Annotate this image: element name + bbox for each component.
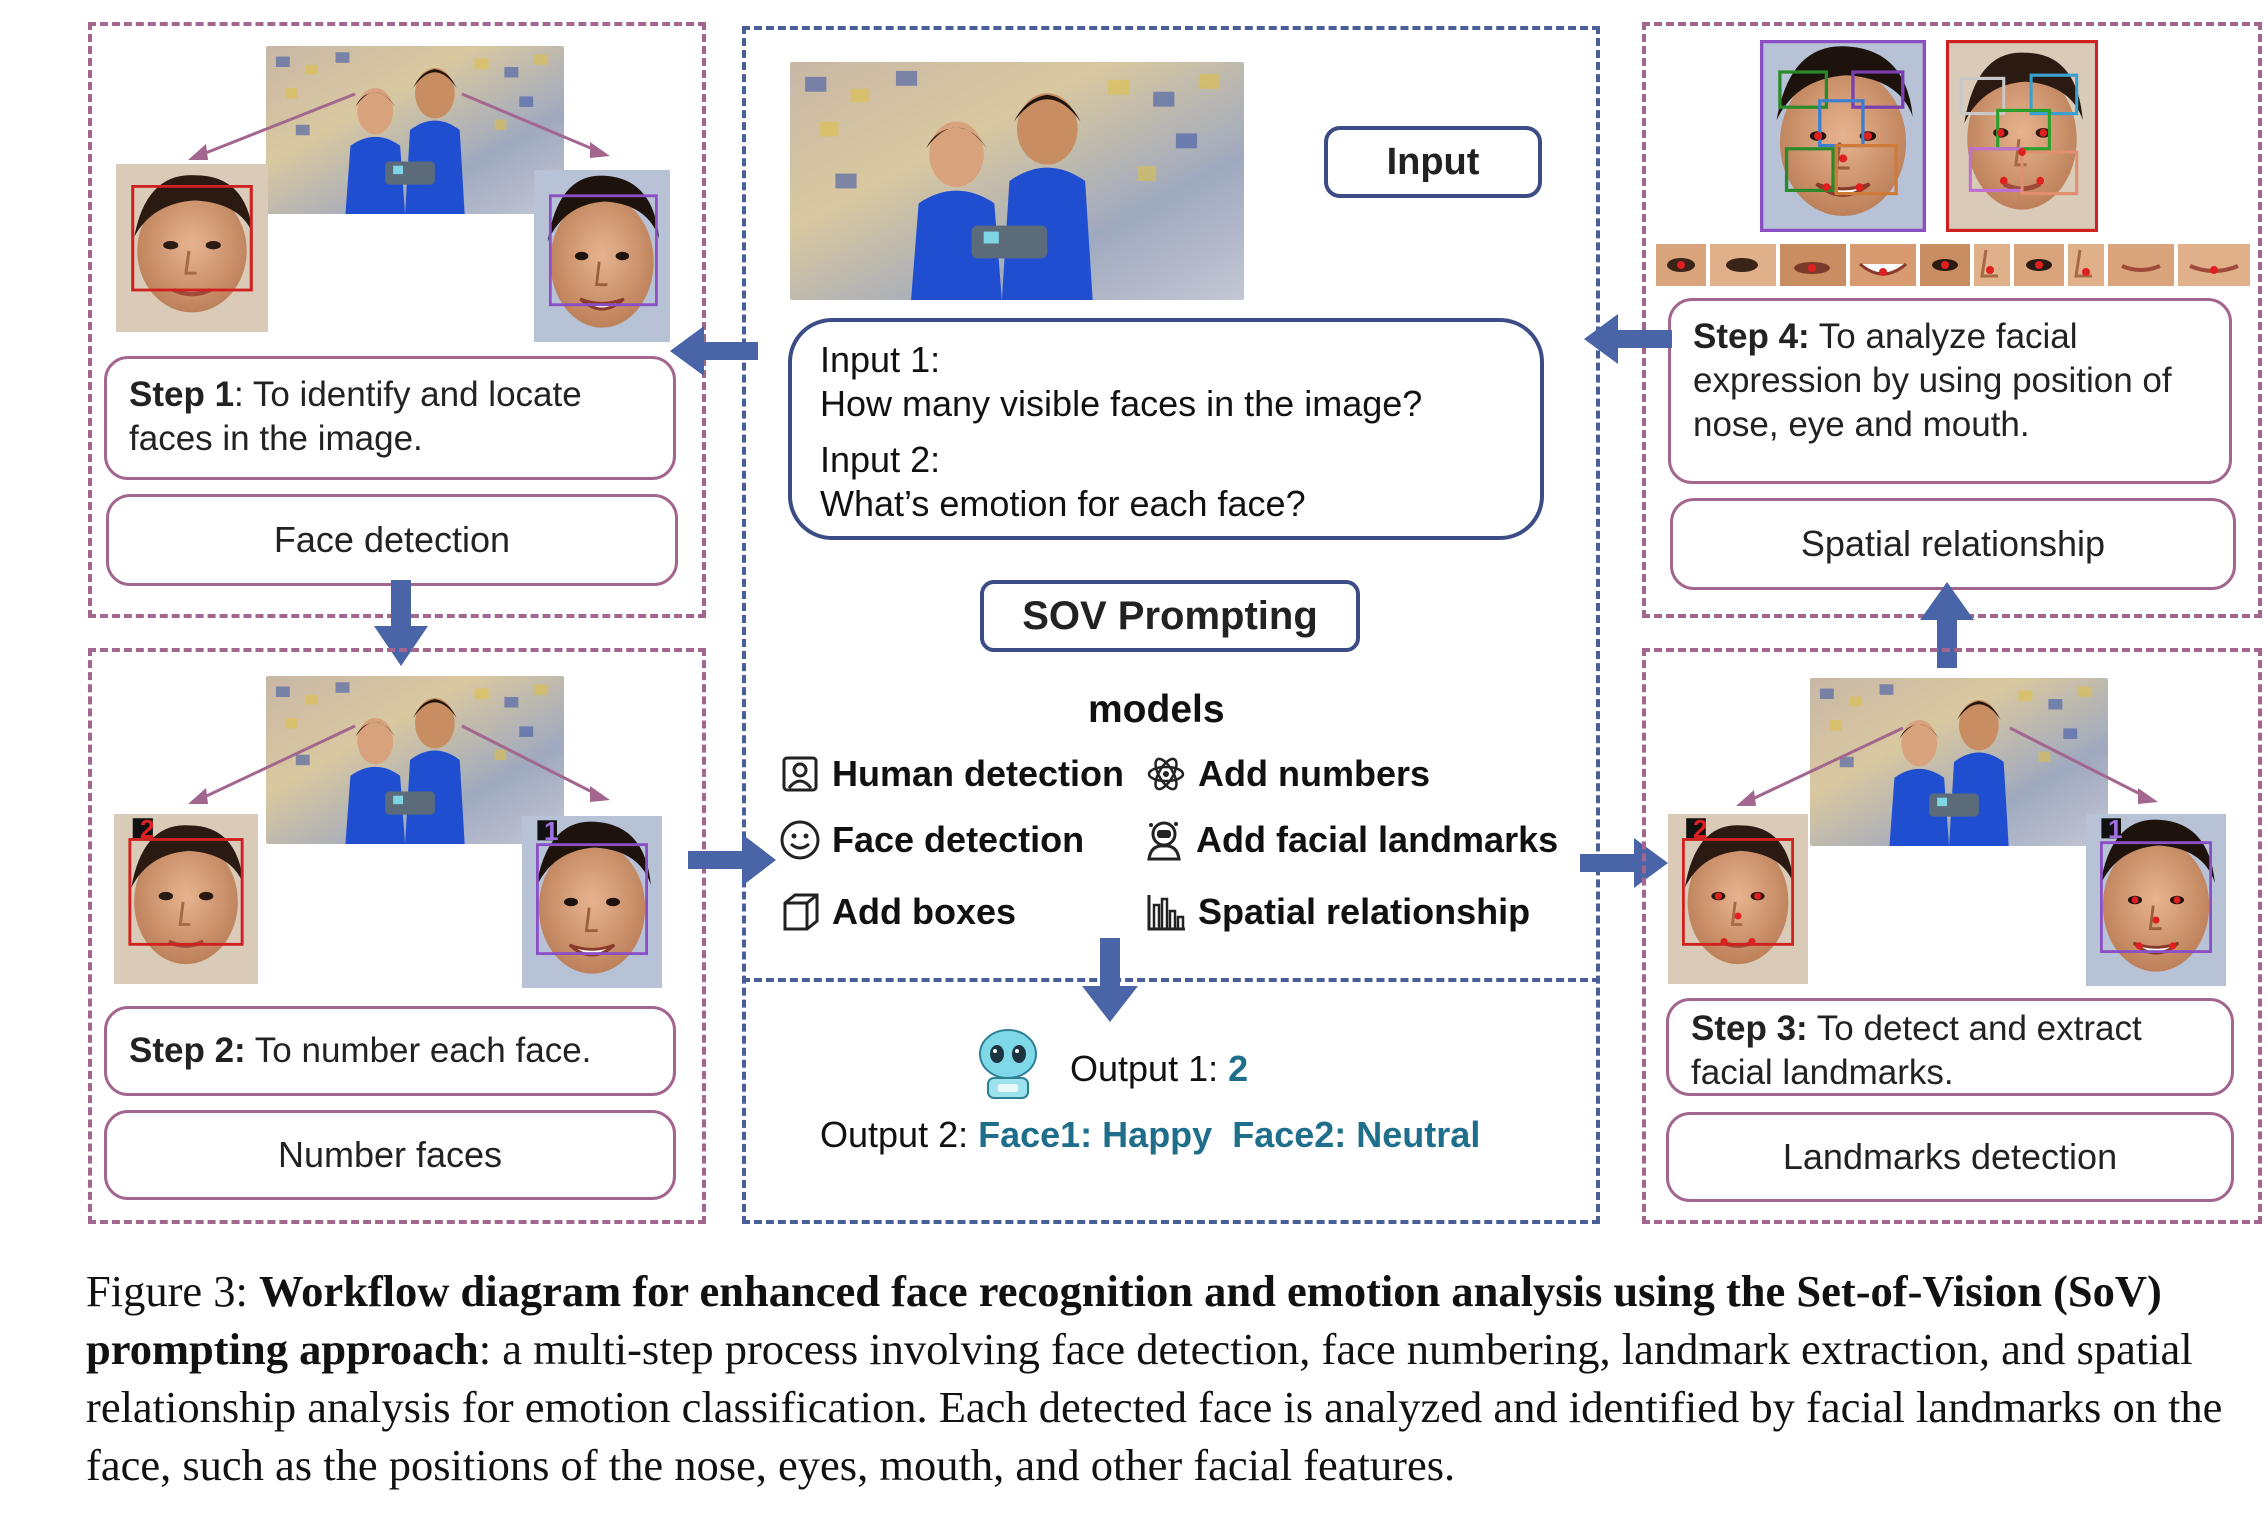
arrow-to-step1 [670,326,758,376]
astronaut-icon [1142,818,1186,862]
output1-value: 2 [1228,1048,1249,1089]
step2-face-left: 2 [114,814,258,984]
figure-caption: Figure 3: Workflow diagram for enhanced … [86,1262,2266,1494]
input1-label: Input 1: [820,339,941,380]
center-divider [742,978,1600,982]
step2-method-box: Number faces [104,1110,676,1200]
models-title: models [1088,688,1225,731]
step1-title: Step 1 [129,375,235,414]
step4-method: Spatial relationship [1800,523,2106,564]
arrow-center-to-step3 [1580,838,1668,888]
input2-label: Input 2: [820,439,941,480]
output2: Output 2: Face1: Happy Face2: Neutral [820,1114,1480,1156]
step1-method: Face detection [273,519,511,560]
step4-method-box: Spatial relationship [1670,498,2236,590]
center-panel [742,26,1600,1224]
model-label: Add facial landmarks [1196,819,1559,860]
model-human-detection: Human detection [778,752,1124,796]
input-image [790,62,1244,300]
model-face-detection: Face detection [778,818,1084,862]
step1-method-box: Face detection [106,494,678,586]
output2-face2: Face2: Neutral [1232,1114,1481,1155]
step3-number-left: 2 [1693,814,1708,844]
output1-label: Output 1: [1070,1048,1229,1089]
step3-method: Landmarks detection [1782,1136,2118,1177]
input-title: Input [1386,140,1480,183]
step2-title: Step 2: [129,1031,246,1070]
input1-text: How many visible faces in the image? [820,383,1423,424]
step3-text: To detect and extract facial landmarks. [1691,1009,2142,1092]
model-spatial-relationship: Spatial relationship [1144,890,1530,934]
step4-face-right [1946,40,2098,232]
step4-title: Step 4: [1693,317,1810,356]
caption-bold: Workflow diagram for enhanced face recog… [86,1266,2162,1374]
arrow-to-output [1082,938,1138,1022]
bar-chart-icon [1144,890,1188,934]
input2-text: What’s emotion for each face? [820,483,1306,524]
caption-prefix: Figure 3: [86,1266,260,1316]
step4-face-left [1760,40,1926,232]
step3-panel [1642,648,2262,1224]
step3-description-box: Step 3: To detect and extract facial lan… [1666,998,2234,1096]
step4-text: To analyze facial expression by using po… [1693,317,2172,444]
step1-text: : To identify and locate faces in the im… [129,375,582,458]
arrow-step2-to-center [688,834,776,886]
model-label: Human detection [832,753,1125,794]
step2-face-right: 1 [522,816,662,988]
step1-face-left [116,164,268,332]
model-label: Add boxes [832,891,1017,932]
step2-panel [88,648,706,1224]
input-questions-box: Input 1: How many visible faces in the i… [788,318,1544,540]
cube-icon [778,890,822,934]
sov-prompting-box: SOV Prompting [980,580,1360,652]
model-label: Add numbers [1198,753,1431,794]
model-label: Spatial relationship [1198,891,1531,932]
output1: Output 1: 2 [1070,1048,1248,1090]
caption-rest: : a multi-step process involving face de… [86,1324,2223,1490]
arrow-step3-to-step4 [1920,582,1974,668]
arrow-step4-to-center [1584,314,1672,364]
step2-method: Number faces [277,1134,503,1175]
alien-robot-icon [972,1024,1044,1109]
step2-description-box: Step 2: To number each face. [104,1006,676,1096]
step2-text: To number each face. [245,1031,592,1070]
step3-pointer-arrows [1736,726,2158,806]
output2-label: Output 2: [820,1114,979,1155]
model-label: Face detection [832,819,1085,860]
sov-prompting-label: SOV Prompting [1022,593,1318,638]
smiley-icon [778,818,822,862]
atom-icon [1144,752,1188,796]
step3-face-left: 2 [1668,814,1808,984]
step1-pointer-arrows [188,92,610,160]
step3-method-box: Landmarks detection [1666,1112,2234,1202]
input-title-box: Input [1324,126,1542,198]
step2-pointer-arrows [188,724,610,804]
step3-number-right: 1 [2108,814,2123,844]
step1-description-box: Step 1: To identify and locate faces in … [104,356,676,480]
step4-description-box: Step 4: To analyze facial expression by … [1668,298,2232,484]
step2-number-right: 1 [544,816,559,846]
model-add-facial-landmarks: Add facial landmarks [1142,818,1558,862]
step2-number-left: 2 [140,814,155,844]
model-add-boxes: Add boxes [778,890,1016,934]
step1-face-right [534,170,670,342]
step4-feature-strip [1656,244,2250,286]
step3-title: Step 3: [1691,1009,1808,1048]
arrow-step1-to-step2 [374,580,428,666]
person-card-icon [778,752,822,796]
step3-face-right: 1 [2086,814,2226,986]
model-add-numbers: Add numbers [1144,752,1430,796]
output2-face1: Face1: Happy [978,1114,1213,1155]
